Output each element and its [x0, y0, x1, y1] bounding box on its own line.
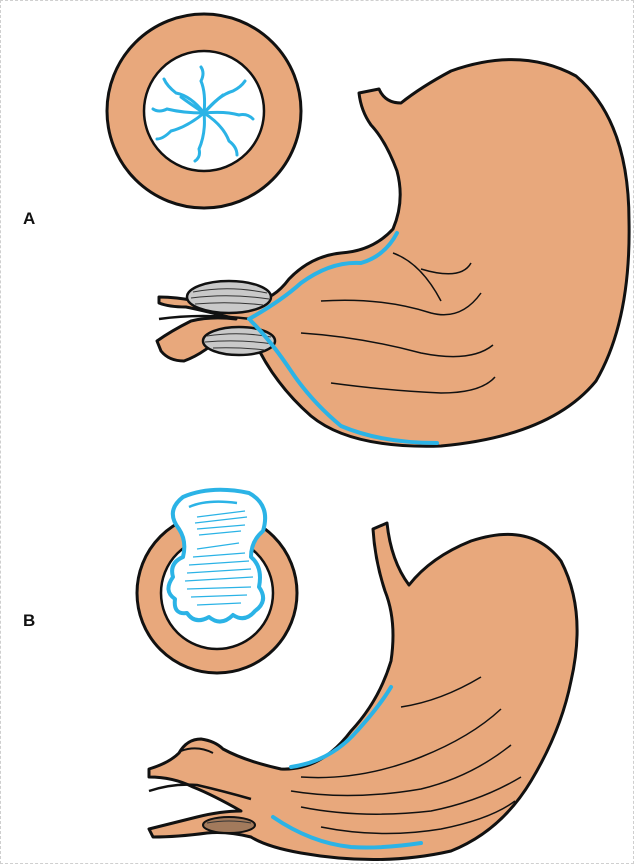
panel-b	[137, 490, 577, 860]
pyloric-muscle-b	[203, 817, 255, 833]
panel-a	[107, 14, 629, 446]
cross-section-b	[137, 490, 297, 673]
cross-section-a	[107, 14, 301, 208]
